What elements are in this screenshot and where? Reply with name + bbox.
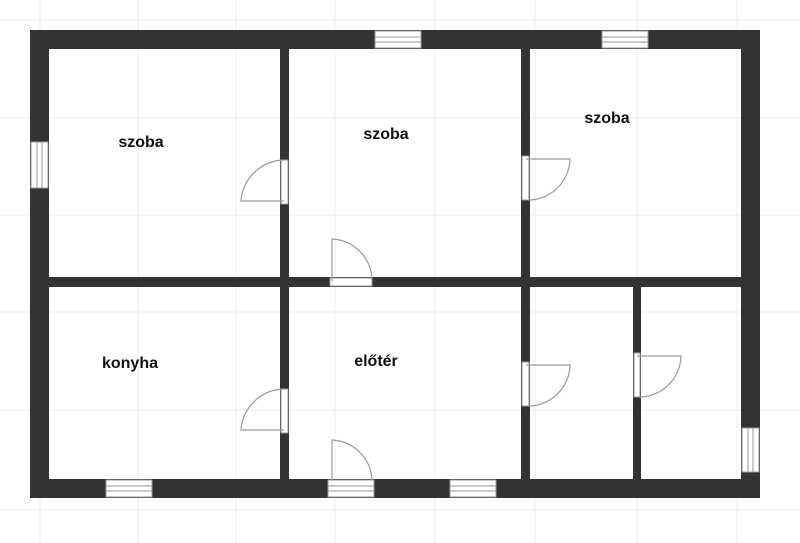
door-swing [526, 158, 571, 201]
window [30, 141, 49, 189]
window [327, 479, 375, 498]
room-label-konyha: konyha [102, 355, 158, 372]
door [521, 361, 530, 407]
window [741, 427, 760, 473]
door-swing [240, 388, 285, 431]
door-swing [637, 355, 682, 398]
window [601, 30, 649, 49]
door-swing [526, 364, 571, 407]
door [329, 277, 373, 287]
door [521, 155, 530, 201]
door-swing [331, 439, 373, 481]
door-swing [240, 159, 285, 202]
room-label-szoba-2: szoba [363, 126, 408, 143]
windows [30, 30, 760, 498]
room-label-szoba-3: szoba [584, 110, 629, 127]
room-label-eloter: előtér [354, 353, 398, 370]
door [633, 352, 641, 398]
window [449, 479, 497, 498]
window [105, 479, 153, 498]
door-swing [331, 238, 373, 282]
room-label-szoba-1: szoba [118, 134, 163, 151]
door [280, 388, 289, 434]
door [280, 159, 289, 205]
doors [240, 155, 682, 481]
window [374, 30, 422, 49]
walls [30, 30, 760, 498]
